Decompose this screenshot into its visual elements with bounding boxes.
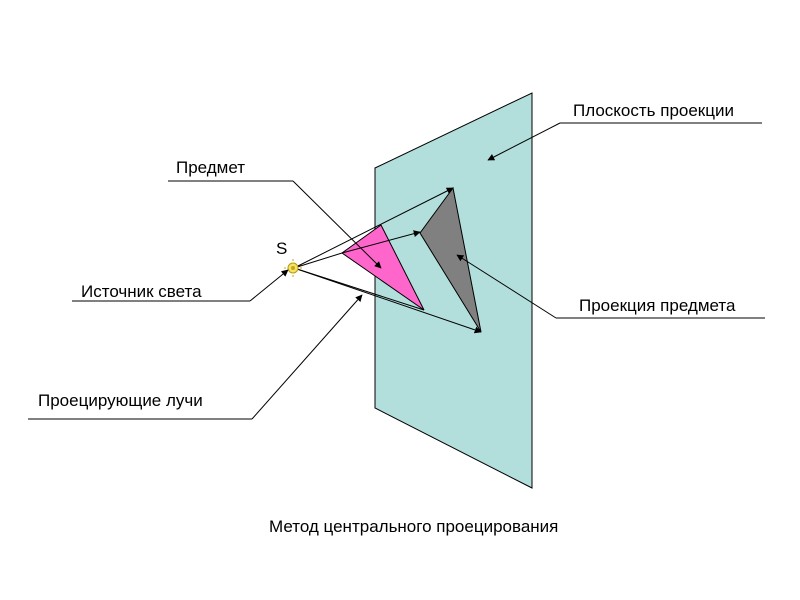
label-projection: Проекция предмета bbox=[579, 296, 736, 315]
label-object: Предмет bbox=[176, 158, 245, 177]
leader-source-arrow bbox=[249, 269, 289, 302]
ray-top bbox=[293, 187, 454, 269]
label-light-source: Источник света bbox=[81, 282, 202, 301]
object-triangle bbox=[341, 224, 425, 311]
ray-object-bottom bbox=[293, 267, 425, 311]
projection-triangle bbox=[419, 186, 482, 333]
leader-plane-arrow bbox=[487, 122, 561, 161]
ray-bottom bbox=[293, 267, 482, 334]
leader-object-arrow bbox=[292, 180, 382, 269]
label-source-letter: S bbox=[276, 239, 287, 258]
leader-rays-arrow bbox=[251, 294, 363, 420]
ray-to-object bbox=[293, 252, 343, 269]
projection-plane bbox=[374, 92, 533, 489]
sun-icon bbox=[284, 259, 302, 277]
label-projecting-rays: Проецирующие лучи bbox=[38, 391, 203, 410]
leader-projection-arrow bbox=[456, 254, 557, 319]
ray-middle bbox=[341, 230, 421, 254]
label-projection-plane: Плоскость проекции bbox=[573, 101, 734, 120]
caption: Метод центрального проецирования bbox=[269, 517, 558, 536]
